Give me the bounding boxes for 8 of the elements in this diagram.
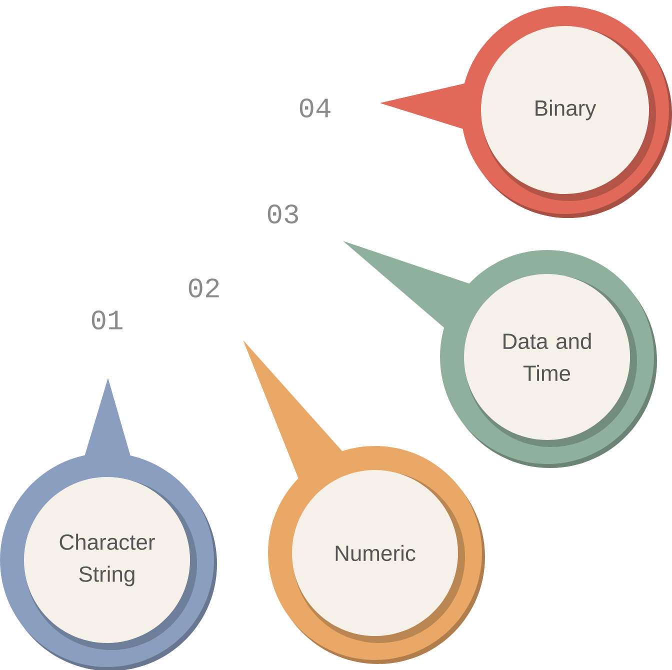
step-number: 04 — [300, 98, 330, 118]
speech-bubble: Data and Time — [343, 241, 657, 468]
step-number: 03 — [268, 204, 298, 224]
speech-bubble: Binary — [380, 6, 672, 218]
speech-bubble: Numeric — [243, 340, 485, 664]
step-number: 02 — [188, 278, 219, 298]
speech-bubble: Character String — [0, 378, 217, 670]
step-number: 01 — [92, 310, 122, 330]
